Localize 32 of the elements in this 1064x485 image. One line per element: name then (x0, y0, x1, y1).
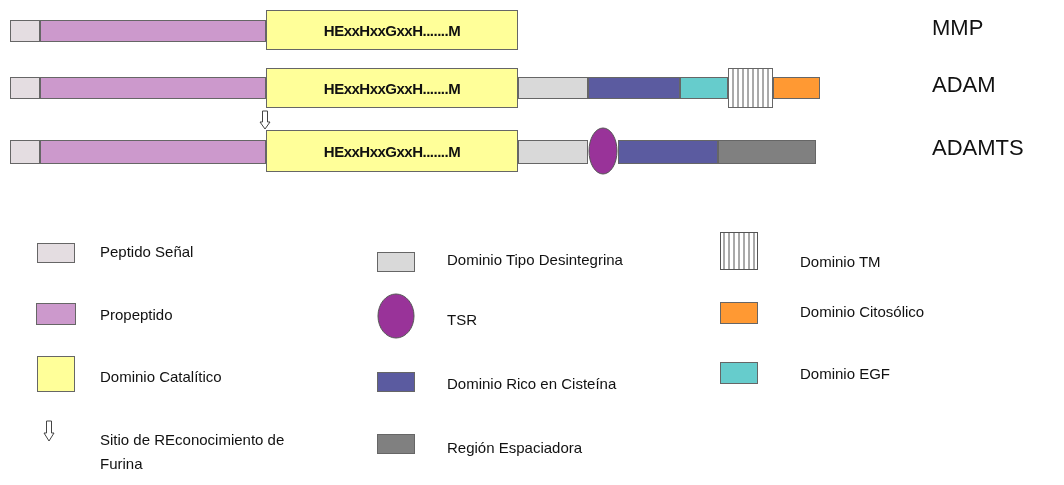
catalytic-domain-box: HExxHxxGxxH.......M (266, 68, 518, 108)
domain-bar (718, 140, 816, 164)
domain-ellipse (588, 127, 618, 175)
legend-text: TSR (447, 310, 478, 330)
domain-bar (618, 140, 718, 164)
domain-bar (40, 20, 266, 42)
domain-bar (40, 77, 266, 99)
legend-text: Dominio EGF (800, 364, 892, 384)
domain-bar (10, 20, 40, 42)
domain-bar (518, 140, 588, 164)
domain-bar (40, 140, 266, 164)
striped-domain-box (728, 68, 773, 108)
domain-bar (680, 77, 728, 99)
legend-text: Región Espaciadora (447, 438, 584, 458)
legend-text: Dominio Citosólico (800, 302, 926, 322)
legend-text: Dominio Tipo Desintegrina (447, 250, 624, 270)
legend-text: Peptido Señal (100, 242, 195, 262)
domain-bar (518, 77, 588, 99)
protein-family-label: ADAMTS (932, 135, 1024, 161)
domain-bar (773, 77, 820, 99)
legend-text: Dominio Catalítico (100, 367, 223, 387)
domain-bar (588, 77, 680, 99)
catalytic-domain-box: HExxHxxGxxH.......M (266, 10, 518, 50)
legend-text: Propeptido (100, 305, 174, 325)
legend-text: Dominio TM (800, 252, 882, 272)
legend-text: Sitio de REconocimiento de Furina (100, 430, 286, 474)
protein-family-label: ADAM (932, 72, 996, 98)
domain-bar (10, 140, 40, 164)
catalytic-domain-box: HExxHxxGxxH.......M (266, 130, 518, 172)
domain-bar (10, 77, 40, 99)
protein-family-label: MMP (932, 15, 984, 41)
legend-text: Dominio Rico en Cisteína (447, 374, 618, 394)
